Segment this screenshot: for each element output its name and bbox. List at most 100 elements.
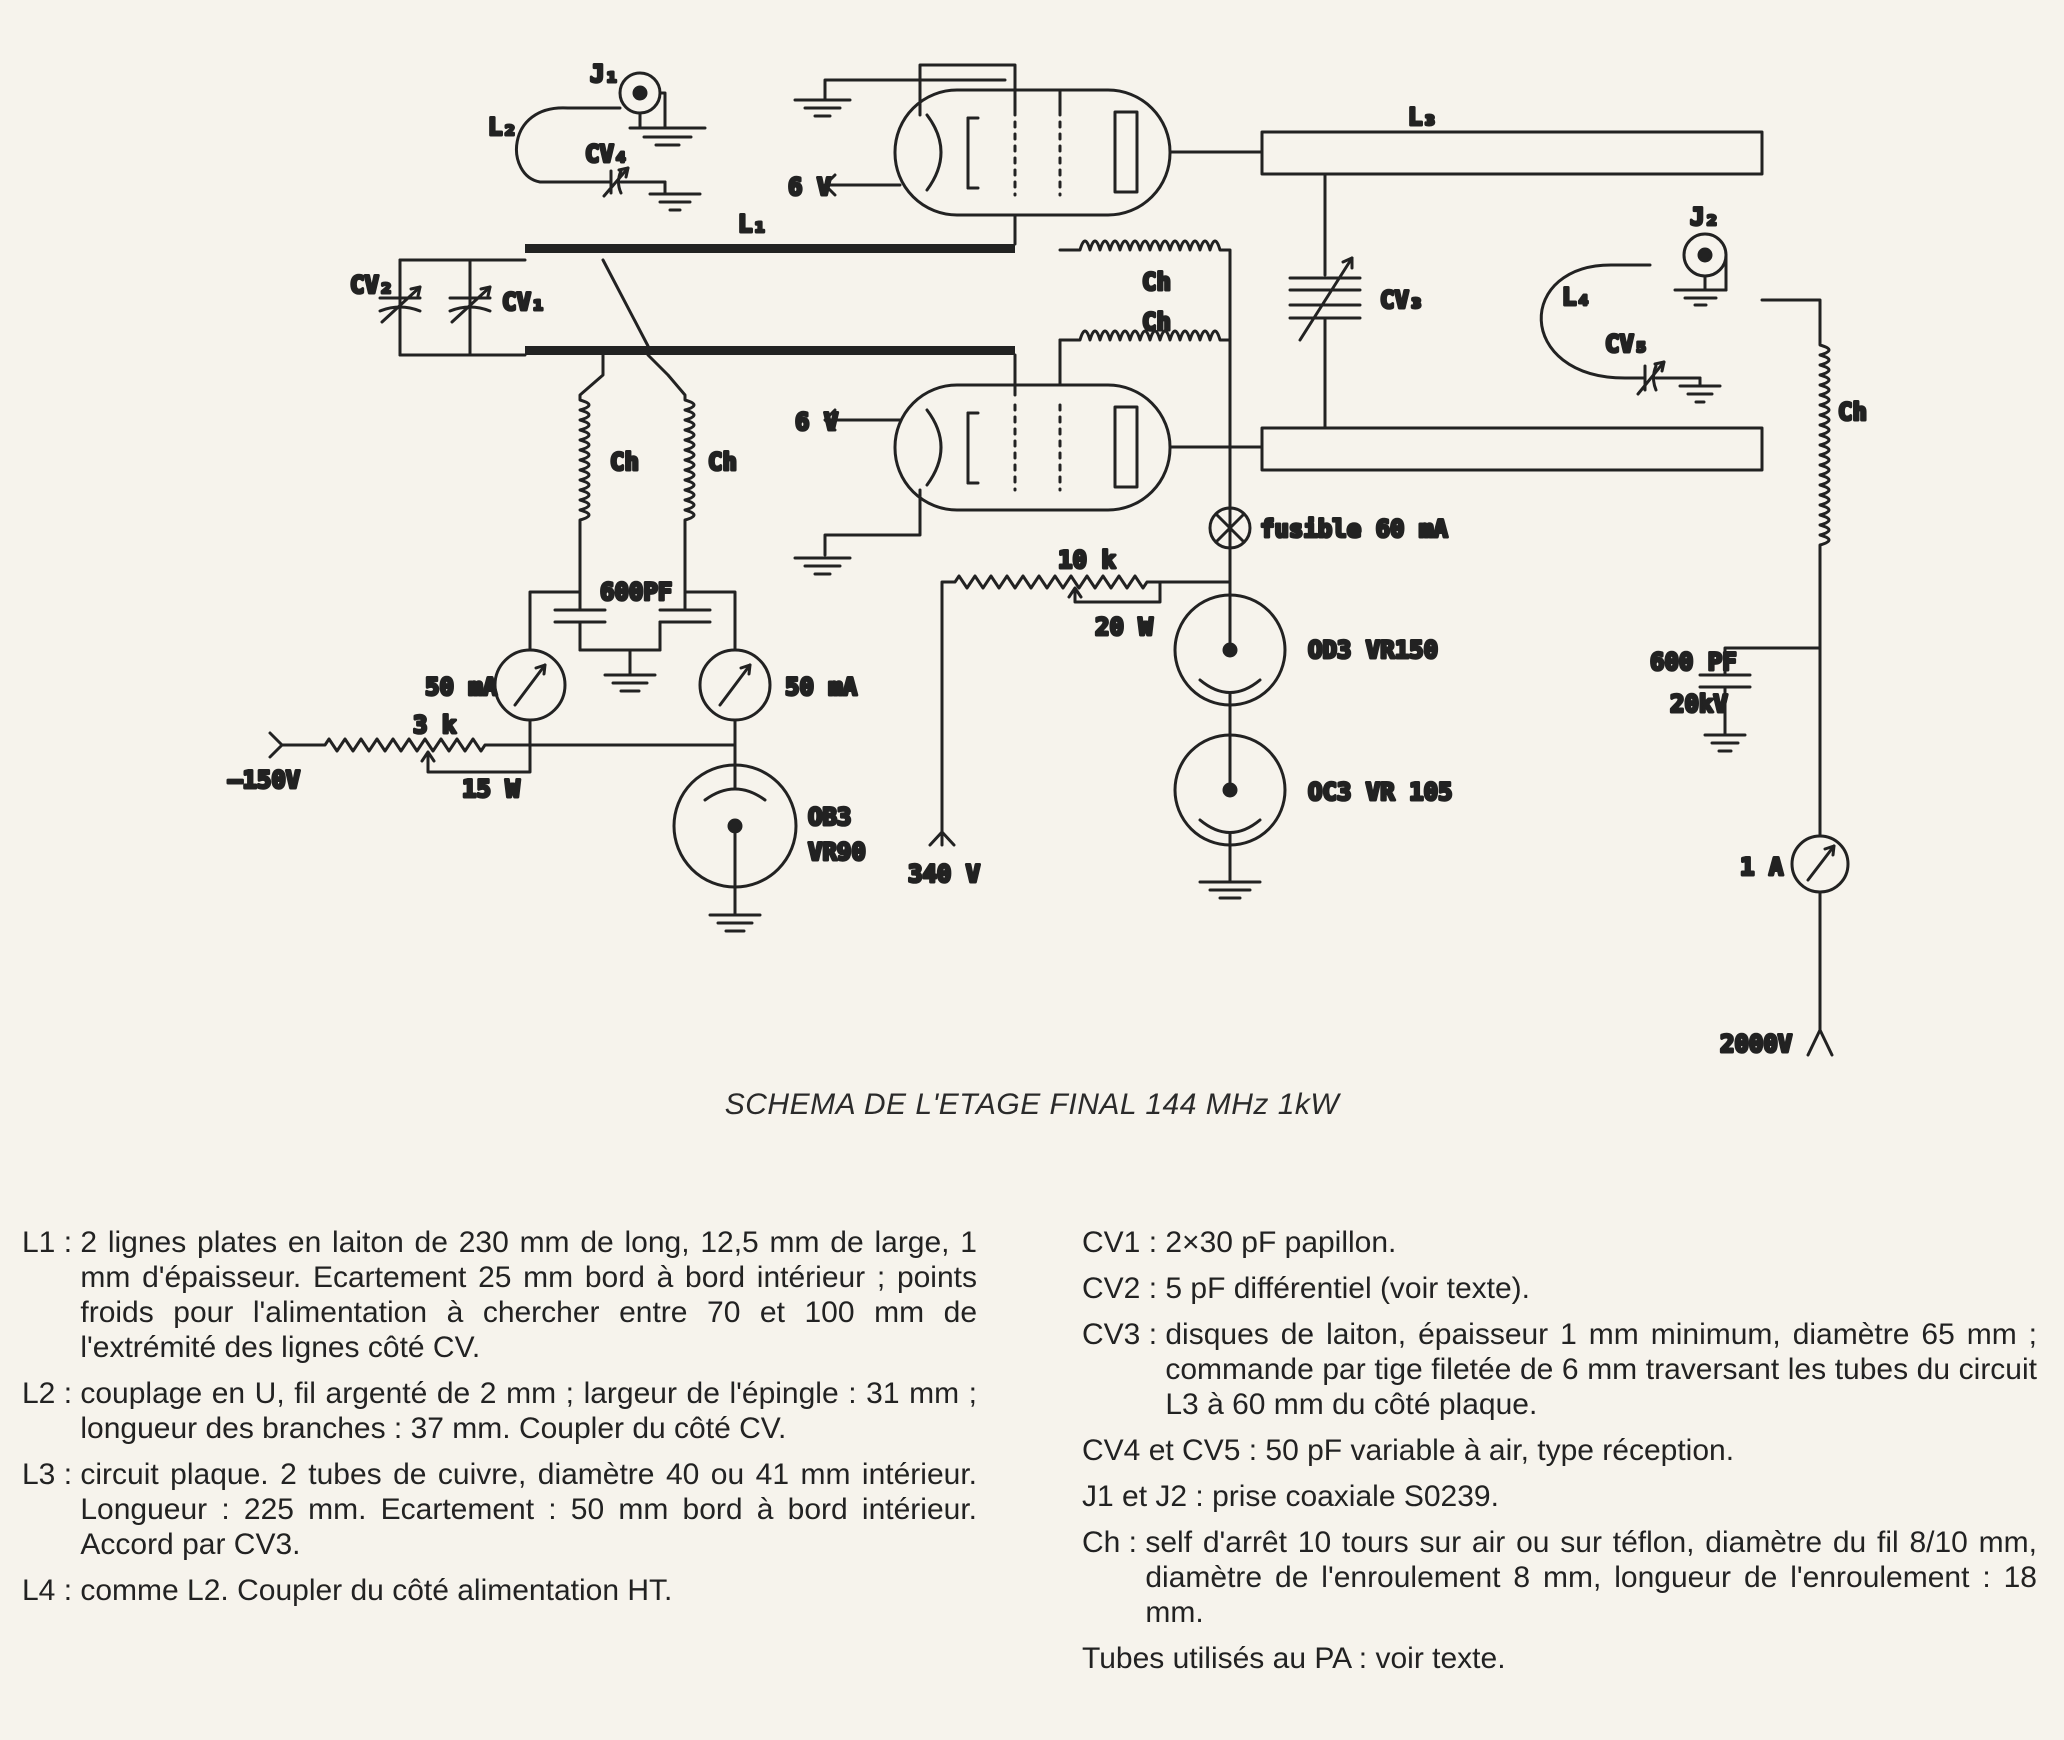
ground-symbol [1198,880,1262,900]
label-oc3: OC3 VR 105 [1308,778,1453,806]
legend-text: prise coaxiale S0239. [1212,1480,1499,1513]
ground-symbol [708,913,762,933]
legend-entry: L2 : couplage en U, fil argenté de 2 mm … [22,1376,977,1446]
legend-key: CV4 et CV5 : [1082,1434,1266,1467]
label-50ma-right: 50 mA [785,673,858,701]
bottom-tube [823,338,1264,557]
label-l3: L₃ [1408,103,1437,131]
label-ch-mid: Ch [1142,308,1171,336]
grid-line-l1 [398,213,1017,397]
label-fuse: fusible 60 mA [1260,515,1448,543]
label-cv5: CV₅ [1605,330,1648,358]
label-l1: L₁ [738,210,767,238]
label-od3: OD3 VR150 [1308,636,1438,664]
legend-key: J1 et J2 : [1082,1480,1213,1513]
legend-entry: L4 : comme L2. Coupler du côté alimentat… [22,1573,977,1608]
ground-symbol [603,673,657,693]
label-l2: L₂ [488,113,517,141]
cv3-capacitor [1288,256,1362,342]
ground-symbol [1703,733,1747,753]
input-340v [928,830,956,847]
legend-text: 2 lignes plates en laiton de 230 mm de l… [80,1226,977,1364]
cv2-capacitor [378,285,422,324]
legend-entry: CV2 : 5 pF différentiel (voir texte). [1082,1271,2037,1306]
label-cv3: CV₃ [1380,286,1423,314]
label-50ma-left: 50 mA [425,673,498,701]
label-j2: J₂ [1690,203,1719,231]
filament-6v-top [823,173,902,197]
label-ch-left2: Ch [708,448,737,476]
label-20kv: 20kV [1670,690,1728,718]
input-coupling-l2 [514,71,707,212]
legend-text: comme L2. Coupler du côté alimentation H… [80,1574,673,1607]
legend-text: 2×30 pF papillon. [1165,1226,1397,1259]
legend-entry: Ch : self d'arrêt 10 tours sur air ou su… [1082,1525,2037,1630]
label-minus-150v: —150V [228,766,300,794]
plate-circuit-l3 [1260,130,1764,472]
grid-choke-right [646,353,696,594]
label-340v: 340 V [908,860,980,888]
legend-left: L1 : 2 lignes plates en laiton de 230 mm… [22,1225,977,1619]
label-6v-top: 6 V [788,173,831,201]
label-ch-left1: Ch [610,448,639,476]
legend-entry: CV3 : disques de laiton, épaisseur 1 mm … [1082,1317,2037,1422]
filament-6v-bottom [823,408,902,432]
label-ob3: OB3 [808,803,851,831]
label-cv4: CV₄ [585,140,628,168]
label-600pf-left: 600PF [600,578,672,606]
legend-entry: J1 et J2 : prise coaxiale S0239. [1082,1479,2037,1514]
label-3k: 3 k [413,711,457,739]
ground-symbol [793,556,852,576]
capacitor-600pf-right [603,590,712,693]
label-6v-bottom: 6 V [795,408,838,436]
label-cv1: CV₁ [502,288,545,316]
diagram-caption: SCHEMA DE L'ETAGE FINAL 144 MHz 1kW [724,1088,1340,1121]
input-minus-150v [268,731,284,759]
legend-key: CV2 : [1082,1272,1166,1305]
legend-key: CV1 : [1082,1226,1166,1259]
resistor-10k [940,574,1232,847]
legend-entry: CV4 et CV5 : 50 pF variable à air, type … [1082,1433,2037,1468]
label-2000v: 2000V [1720,1030,1792,1058]
legend-entry: L3 : circuit plaque. 2 tubes de cuivre, … [22,1457,977,1562]
ground-symbol [1678,384,1722,404]
ground-symbol [793,98,852,118]
legend-right: CV1 : 2×30 pF papillon. CV2 : 5 pF diffé… [1082,1225,2037,1687]
fuse-60ma [1208,393,1252,592]
label-j1: J₁ [590,60,619,88]
label-ch-top: Ch [1142,268,1171,296]
legend-text: disques de laiton, épaisseur 1 mm minimu… [1165,1318,2037,1421]
ground-symbol [628,126,707,147]
label-vr90: VR90 [808,838,866,866]
legend-text: 5 pF différentiel (voir texte). [1165,1272,1530,1305]
legend-text: self d'arrêt 10 tours sur air ou sur téf… [1145,1526,2037,1629]
legend-key: L2 : [22,1377,81,1410]
legend-footer: Tubes utilisés au PA : voir texte. [1082,1642,1506,1675]
choke-top [1058,239,1232,562]
label-600pf-right: 600 PF [1650,648,1737,676]
label-15w: 15 W [462,775,520,803]
input-2000v [1806,890,1834,1057]
label-10k: 10 k [1058,546,1116,574]
label-20w: 20 W [1095,613,1153,641]
legend-key: L3 : [22,1458,81,1491]
top-tube [823,63,1264,217]
legend-key: L4 : [22,1574,81,1607]
ht-choke [1760,298,1831,838]
choke-middle [1058,329,1232,342]
resistor-3k [280,737,737,774]
legend-entry: L1 : 2 lignes plates en laiton de 230 mm… [22,1225,977,1365]
label-ch-right: Ch [1838,398,1867,426]
capacitor-600pf-left [553,590,662,652]
label-1a: 1 A [1740,853,1784,881]
ammeter-1a [1790,834,1850,894]
ob3-tube [672,758,798,933]
legend-key: L1 : [22,1226,81,1259]
legend-entry: CV1 : 2×30 pF papillon. [1082,1225,2037,1260]
ground-symbol [1673,288,1728,307]
ammeter-50ma-right [683,590,772,762]
ground-symbol [648,192,702,212]
ht-capacitor [1698,646,1822,753]
output-coupling-l4 [1539,232,1728,404]
od3-tube [1173,588,1287,737]
